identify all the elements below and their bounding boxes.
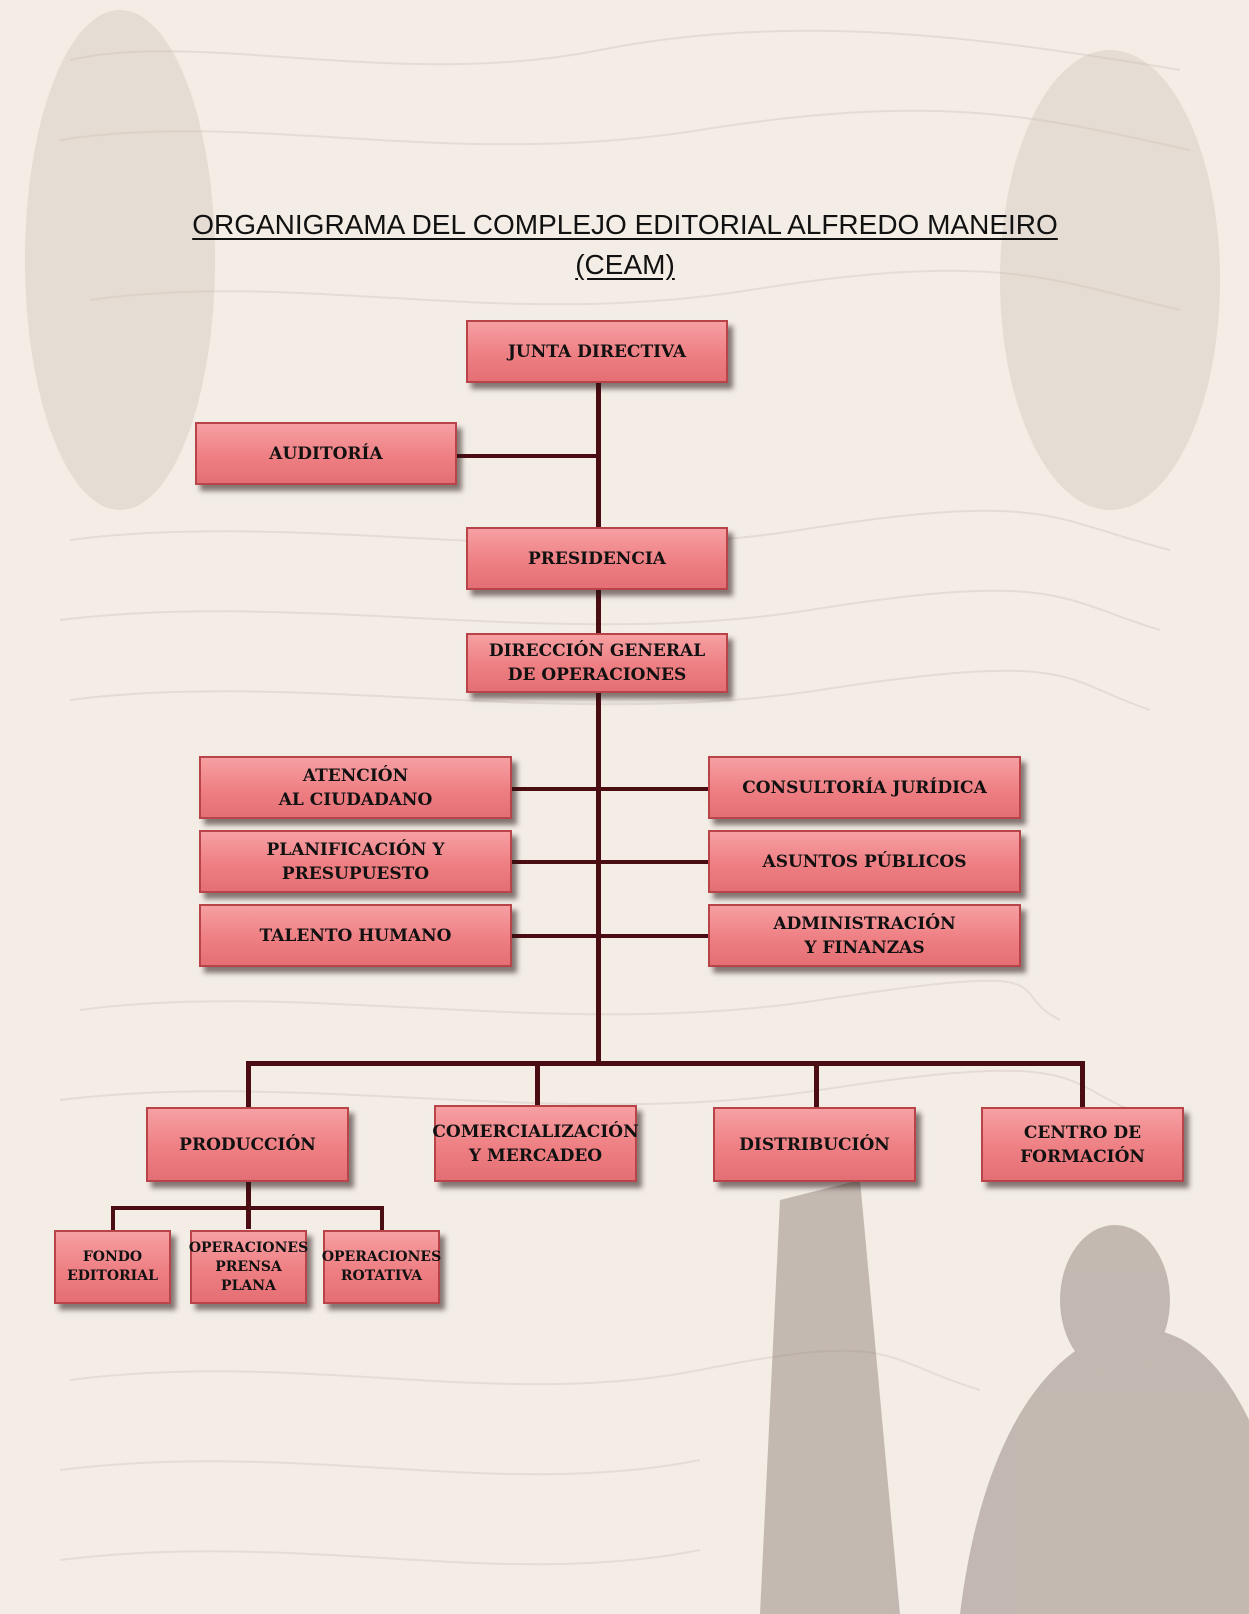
title-line-2: (CEAM) xyxy=(575,249,675,280)
box-atencion-ciudadano[interactable]: ATENCIÓN AL CIUDADANO xyxy=(199,756,512,819)
page-title: ORGANIGRAMA DEL COMPLEJO EDITORIAL ALFRE… xyxy=(150,205,1100,285)
connector-rotativa xyxy=(380,1206,384,1230)
box-distribucion[interactable]: DISTRIBUCIÓN xyxy=(713,1107,916,1182)
connector-auditoria xyxy=(457,454,599,458)
box-presidencia[interactable]: PRESIDENCIA xyxy=(466,527,728,590)
connector-main-vertical xyxy=(596,383,601,1063)
connector-centro-formacion xyxy=(1080,1061,1085,1109)
box-operaciones-prensa-plana[interactable]: OPERACIONES PRENSA PLANA xyxy=(189,1230,308,1304)
connector-row2 xyxy=(512,860,710,864)
box-comercializacion[interactable]: COMERCIALIZACIÓN Y MERCADEO xyxy=(432,1105,639,1182)
box-consultoria-juridica[interactable]: CONSULTORÍA JURÍDICA xyxy=(708,756,1021,819)
box-administracion[interactable]: ADMINISTRACIÓN Y FINANZAS xyxy=(708,904,1021,967)
box-produccion[interactable]: PRODUCCIÓN xyxy=(146,1107,349,1182)
box-fondo-editorial[interactable]: FONDO EDITORIAL xyxy=(54,1230,171,1304)
box-junta-directiva[interactable]: JUNTA DIRECTIVA xyxy=(466,320,728,383)
box-talento-humano[interactable]: TALENTO HUMANO xyxy=(199,904,512,967)
connector-bottom-horizontal xyxy=(246,1061,1084,1066)
title-line-1: ORGANIGRAMA DEL COMPLEJO EDITORIAL ALFRE… xyxy=(192,209,1058,240)
connector-produccion-down xyxy=(246,1182,251,1229)
box-direccion-general[interactable]: DIRECCIÓN GENERAL DE OPERACIONES xyxy=(466,633,728,693)
connector-distribucion xyxy=(814,1061,819,1109)
box-asuntos-publicos[interactable]: ASUNTOS PÚBLICOS xyxy=(708,830,1021,893)
connector-comercializacion xyxy=(535,1061,540,1105)
box-planificacion[interactable]: PLANIFICACIÓN Y PRESUPUESTO xyxy=(199,830,512,893)
connector-fondo xyxy=(111,1206,115,1230)
connector-row3 xyxy=(512,934,710,938)
box-operaciones-rotativa[interactable]: OPERACIONES ROTATIVA xyxy=(322,1230,441,1304)
box-centro-formacion[interactable]: CENTRO DE FORMACIÓN xyxy=(981,1107,1184,1182)
box-auditoria[interactable]: AUDITORÍA xyxy=(195,422,457,485)
connector-sub-horizontal xyxy=(111,1206,384,1210)
connector-produccion xyxy=(246,1061,251,1109)
connector-row1 xyxy=(512,787,710,791)
